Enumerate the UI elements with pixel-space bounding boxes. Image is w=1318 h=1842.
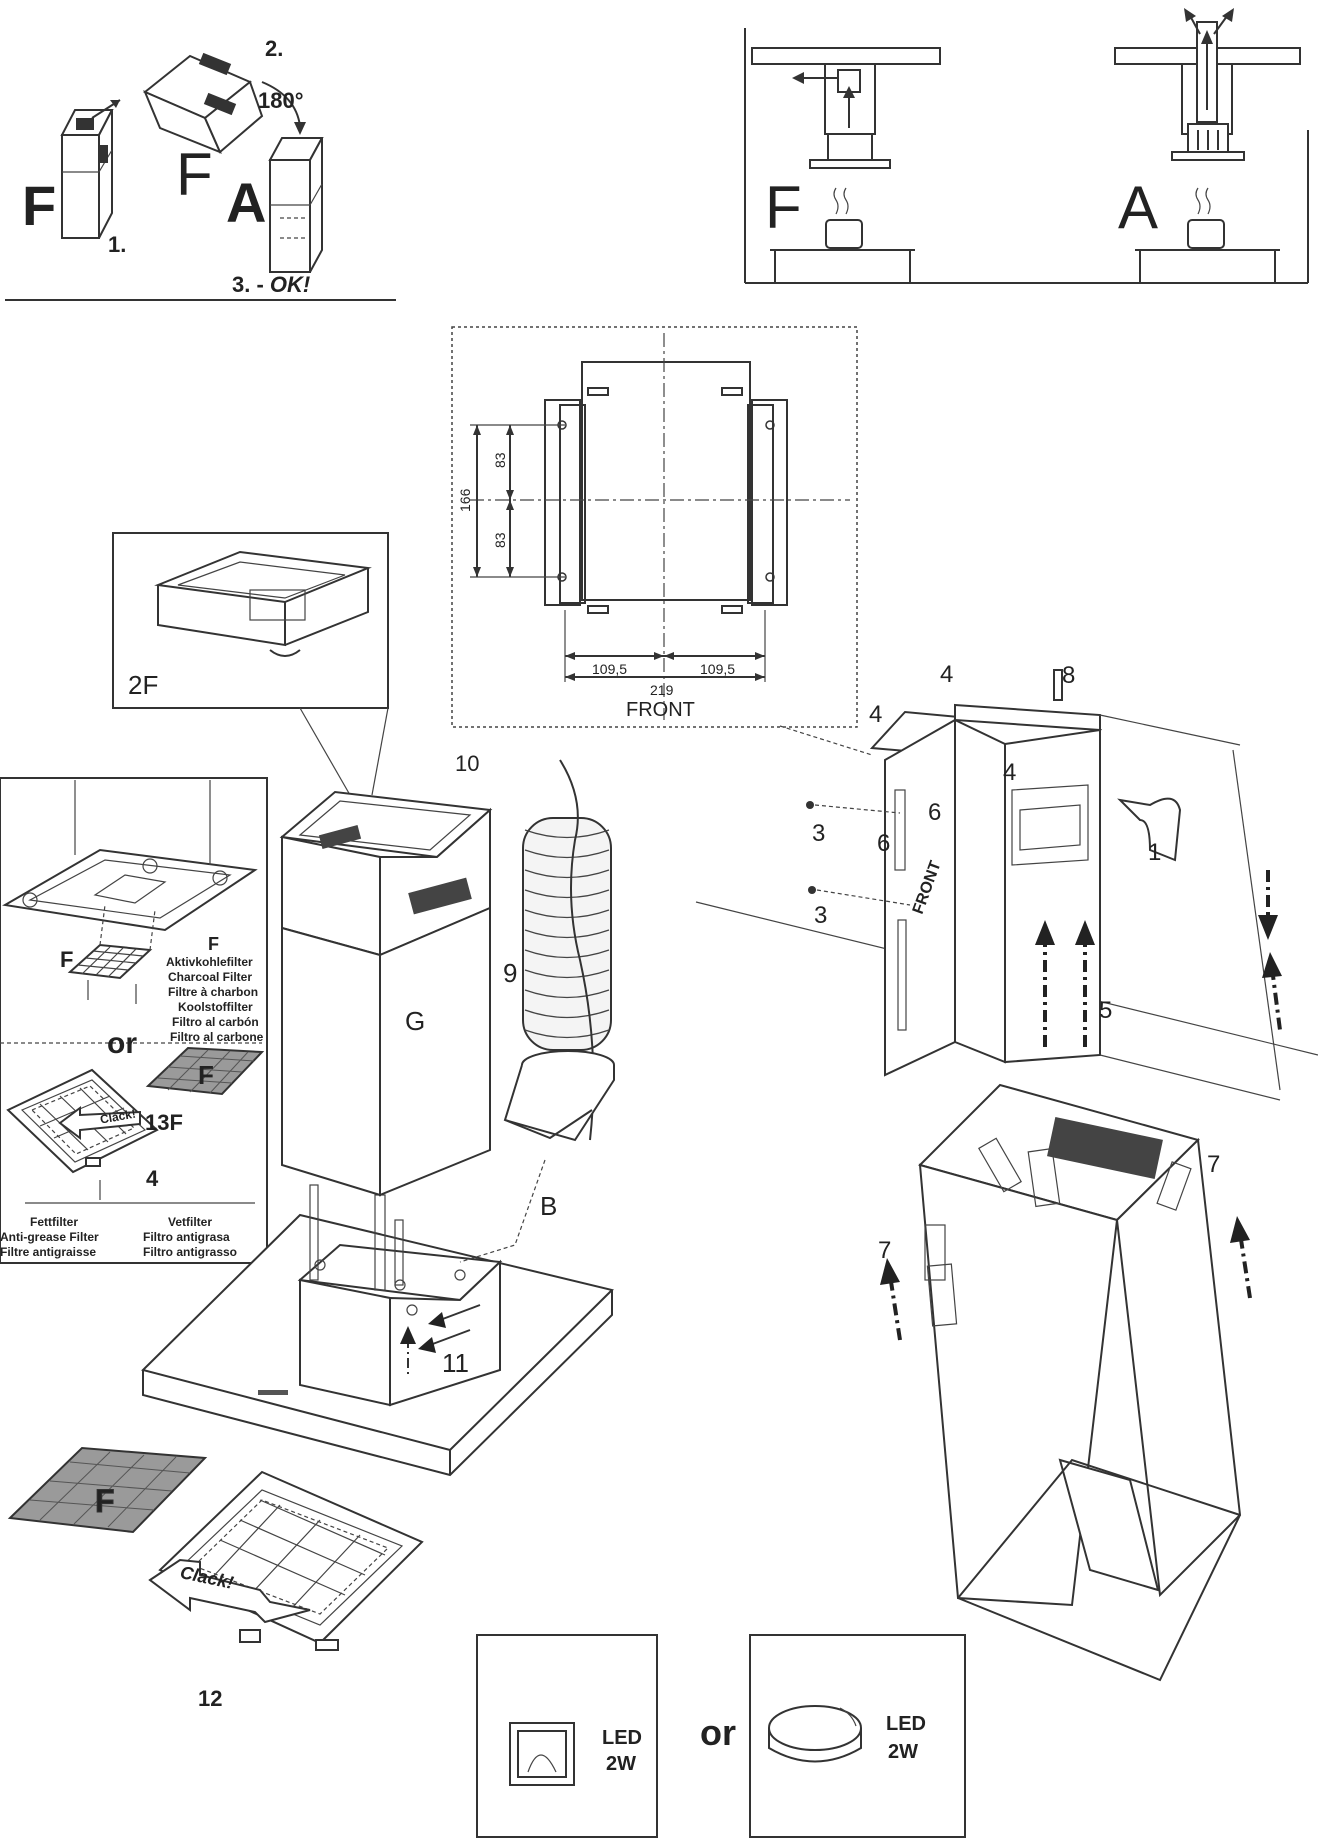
grille-icon xyxy=(100,145,108,163)
mode-filter-label: F xyxy=(765,174,802,241)
grease-1-1: Fettfilter xyxy=(30,1215,78,1229)
part-2f-label: 2F xyxy=(128,670,158,700)
charcoal-name-4: Koolstoffilter xyxy=(178,1000,253,1014)
angle-label: 180° xyxy=(258,88,304,113)
grease-2-3: Filtro antigrasso xyxy=(143,1245,237,1259)
part-4b-label: 4 xyxy=(869,701,882,728)
grease-2-2: Filtro antigrasa xyxy=(143,1230,230,1244)
step1-mode-label: F xyxy=(22,174,56,237)
mode-comparison: F A xyxy=(744,8,1309,284)
filter-panel: F F Aktivkohlefilter Charcoal Filter Fil… xyxy=(0,777,268,1264)
dim-83-top: 83 xyxy=(492,452,508,468)
part-12-label: 12 xyxy=(198,1686,222,1711)
part-4c-label: 4 xyxy=(1003,759,1016,786)
mode-aspiration-label: A xyxy=(1118,174,1158,241)
led-options: LED 2W or LED 2W xyxy=(476,1634,966,1838)
led-option1-line1: LED xyxy=(602,1727,642,1749)
part-7b-label: 7 xyxy=(1207,1151,1220,1178)
charcoal-name-6: Filtro al carbone xyxy=(170,1030,264,1044)
led-option2-line1: LED xyxy=(886,1713,926,1735)
part-3a-label: 3 xyxy=(812,820,825,847)
part-4a-label: 4 xyxy=(940,661,953,688)
part-11-label: 11 xyxy=(442,1348,469,1378)
step3-mode-label: A xyxy=(226,171,266,234)
filter-f-label: F xyxy=(60,947,73,972)
step2-label: 2. xyxy=(265,36,283,61)
part-7a-label: 7 xyxy=(878,1237,891,1264)
filter-f-heading: F xyxy=(208,934,219,954)
grease-1-2: Anti-grease Filter xyxy=(0,1230,99,1244)
part-g-label: G xyxy=(405,1006,425,1036)
dim-219: 219 xyxy=(650,682,674,698)
main-hood: 10 9 G B 11 xyxy=(141,751,615,1477)
led-option1-line2: 2W xyxy=(606,1753,636,1775)
part-3b-label: 3 xyxy=(814,902,827,929)
conversion-steps: F 1. 2. 180° F A 3. - OK! xyxy=(5,36,396,301)
drilling-template: 166 83 83 109,5 109,5 219 FRONT xyxy=(451,326,873,756)
part-6b-label: 6 xyxy=(928,799,941,826)
dim-83-bottom: 83 xyxy=(492,532,508,548)
part-b-label: B xyxy=(540,1191,557,1221)
led-or-label: or xyxy=(700,1712,736,1753)
grease-1-3: Filtre antigraisse xyxy=(0,1245,96,1259)
dim-166: 166 xyxy=(457,488,473,512)
bottom-filter: F Clack! 12 xyxy=(7,1446,424,1711)
part-13f-label: 13F xyxy=(145,1110,183,1135)
charcoal-name-3: Filtre à charbon xyxy=(168,985,258,999)
step1-label: 1. xyxy=(108,232,126,257)
dim-1095-left: 109,5 xyxy=(592,661,627,677)
step2-mode-label: F xyxy=(176,141,213,208)
part-6a-label: 6 xyxy=(877,830,890,857)
dim-1095-right: 109,5 xyxy=(700,661,735,677)
part-10-label: 10 xyxy=(455,751,479,776)
charcoal-name-1: Aktivkohlefilter xyxy=(166,955,253,969)
grease-2-1: Vetfilter xyxy=(168,1215,212,1229)
part-8-label: 8 xyxy=(1062,662,1075,689)
part-4-filter-label: 4 xyxy=(146,1166,159,1191)
exploded-chimney: 4 4 4 8 6 6 3 3 1 5 7 7 FRONT xyxy=(695,661,1318,1682)
detail-2f: 2F xyxy=(112,532,389,796)
step3-label: 3. - OK! xyxy=(232,272,310,297)
part-1-label: 1 xyxy=(1148,839,1161,866)
clack-label: Clack! xyxy=(99,1107,137,1127)
charcoal-name-2: Charcoal Filter xyxy=(168,970,252,984)
part-9-label: 9 xyxy=(503,958,517,988)
led-option2-line2: 2W xyxy=(888,1741,918,1763)
or-label: or xyxy=(107,1027,137,1060)
part-5-label: 5 xyxy=(1099,997,1112,1024)
charcoal-name-5: Filtro al carbón xyxy=(172,1015,259,1029)
panel-f-label: F xyxy=(198,1060,214,1090)
bottom-filter-f-label: F xyxy=(95,1483,115,1519)
template-front-label: FRONT xyxy=(626,699,695,721)
